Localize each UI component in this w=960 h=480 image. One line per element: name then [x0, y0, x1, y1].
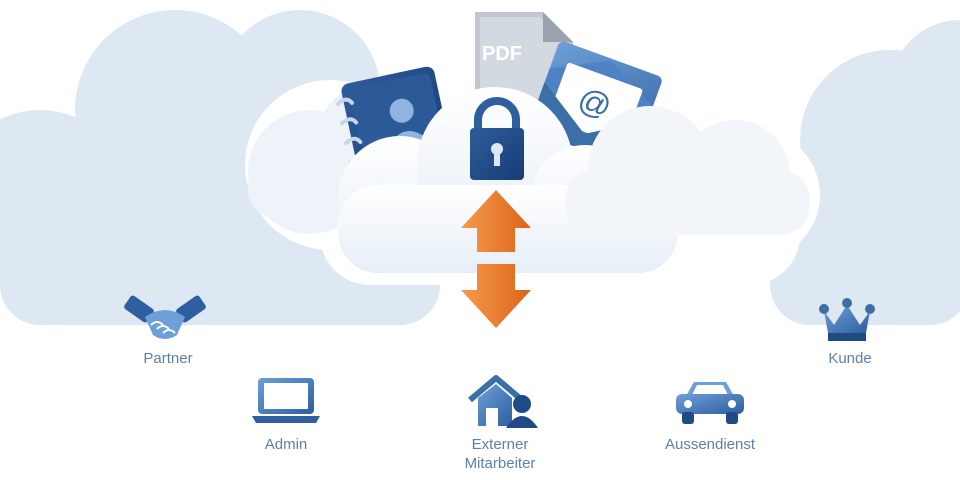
arrow-down-icon: [461, 264, 531, 328]
label-admin: Admin: [264, 436, 308, 453]
label-partner: Partner: [143, 350, 193, 367]
arrow-up-icon: [461, 190, 531, 252]
label-kunde: Kunde: [828, 350, 872, 367]
crown-icon: [819, 298, 875, 341]
home-office-icon: [468, 375, 538, 428]
car-icon: [676, 382, 744, 424]
laptop-icon: [252, 378, 320, 423]
handshake-icon: [124, 295, 206, 339]
lock-icon: [470, 97, 524, 180]
label-externer: Externer: [471, 436, 529, 453]
label-mitarbeiter: Mitarbeiter: [464, 455, 536, 472]
pdf-label: PDF: [482, 43, 522, 65]
cloud-front-right: [565, 106, 810, 235]
label-aussendienst: Aussendienst: [664, 436, 756, 453]
background-cloud-right: [770, 20, 960, 325]
